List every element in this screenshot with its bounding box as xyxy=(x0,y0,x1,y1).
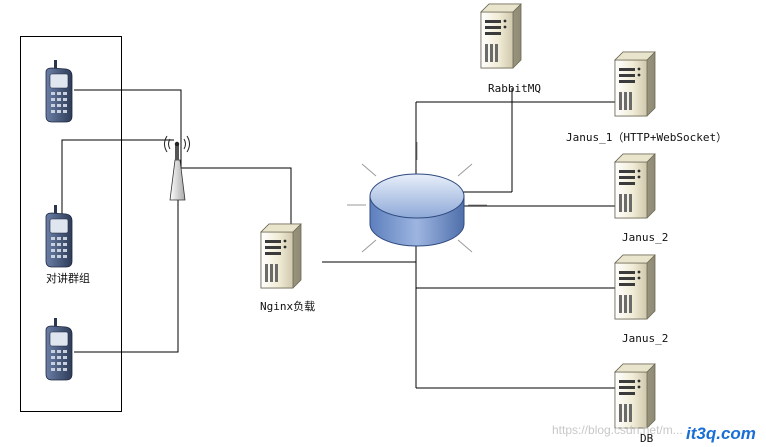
group-label: 对讲群组 xyxy=(46,272,90,285)
server-tower-icon xyxy=(614,51,656,117)
antenna-tower-icon xyxy=(164,135,190,201)
server-tower-icon xyxy=(614,153,656,219)
nginx-label: Nginx负载 xyxy=(260,300,316,313)
janus1-label: Janus_1（HTTP+WebSocket） xyxy=(566,131,728,144)
router-rays xyxy=(347,142,487,253)
connection-lines xyxy=(61,88,615,389)
watermark-url: https://blog.csdn.net/m... xyxy=(552,423,683,437)
server-tower-icon xyxy=(480,3,522,69)
server-tower-icon xyxy=(260,223,302,289)
rabbitmq-label: RabbitMQ xyxy=(488,82,541,95)
router-icon xyxy=(369,173,465,247)
janus2b-label: Janus_2 xyxy=(622,332,669,345)
db-label: DB xyxy=(640,432,654,445)
site-logo: it3q.com xyxy=(686,424,756,443)
janus2a-label: Janus_2 xyxy=(622,231,669,244)
server-tower-icon xyxy=(614,254,656,320)
talk-group-box xyxy=(20,36,122,412)
server-tower-icon xyxy=(614,363,656,429)
